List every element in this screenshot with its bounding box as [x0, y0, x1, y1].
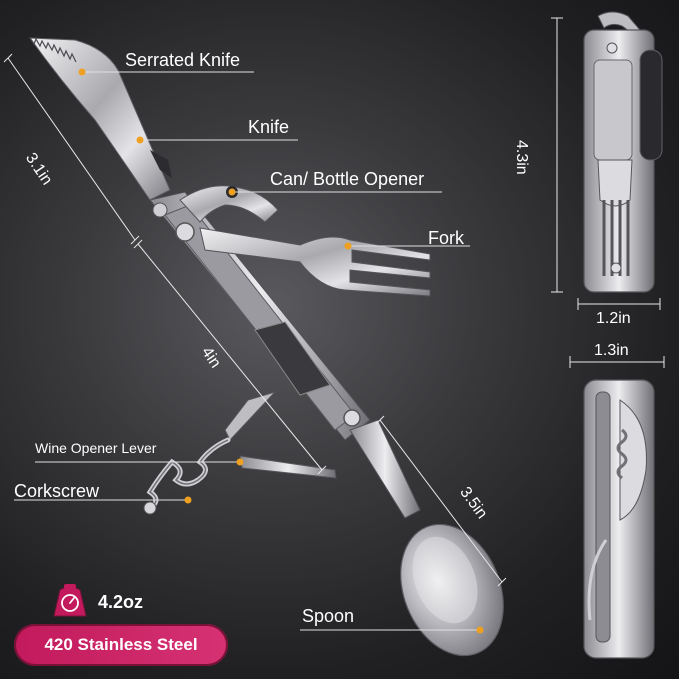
callout-serrated-knife: Serrated Knife	[125, 50, 241, 70]
serrated-knife-blade	[28, 37, 172, 201]
callout-fork: Fork	[428, 228, 464, 248]
callout-leaders	[14, 71, 480, 631]
material-label: 420 Stainless Steel	[44, 635, 198, 654]
tool-body	[149, 191, 371, 441]
callout-spoon: Spoon	[302, 606, 355, 626]
callout-wine-opener-lever: Wine Opener Lever	[35, 440, 157, 456]
dimension-closed-height: 4.3in	[513, 140, 530, 175]
spoon	[349, 419, 504, 657]
dimension-closed-thickness: 1.3in	[594, 342, 629, 359]
dimension-lines	[3, 53, 507, 587]
callout-dots	[78, 68, 484, 634]
fork	[199, 227, 431, 297]
closed-tool-side	[583, 379, 655, 659]
weight-value: 4.2oz	[98, 592, 144, 612]
material-badge: 420 Stainless Steel	[14, 624, 228, 666]
callout-can-bottle-opener: Can/ Bottle Opener	[270, 169, 425, 189]
callout-corkscrew: Corkscrew	[14, 481, 100, 501]
dimension-closed-width: 1.2in	[596, 310, 631, 327]
callout-knife: Knife	[248, 117, 290, 137]
scale-icon	[53, 584, 87, 617]
closed-dimension-lines	[551, 17, 665, 368]
corkscrew	[143, 437, 231, 515]
closed-tool-front	[583, 11, 663, 293]
